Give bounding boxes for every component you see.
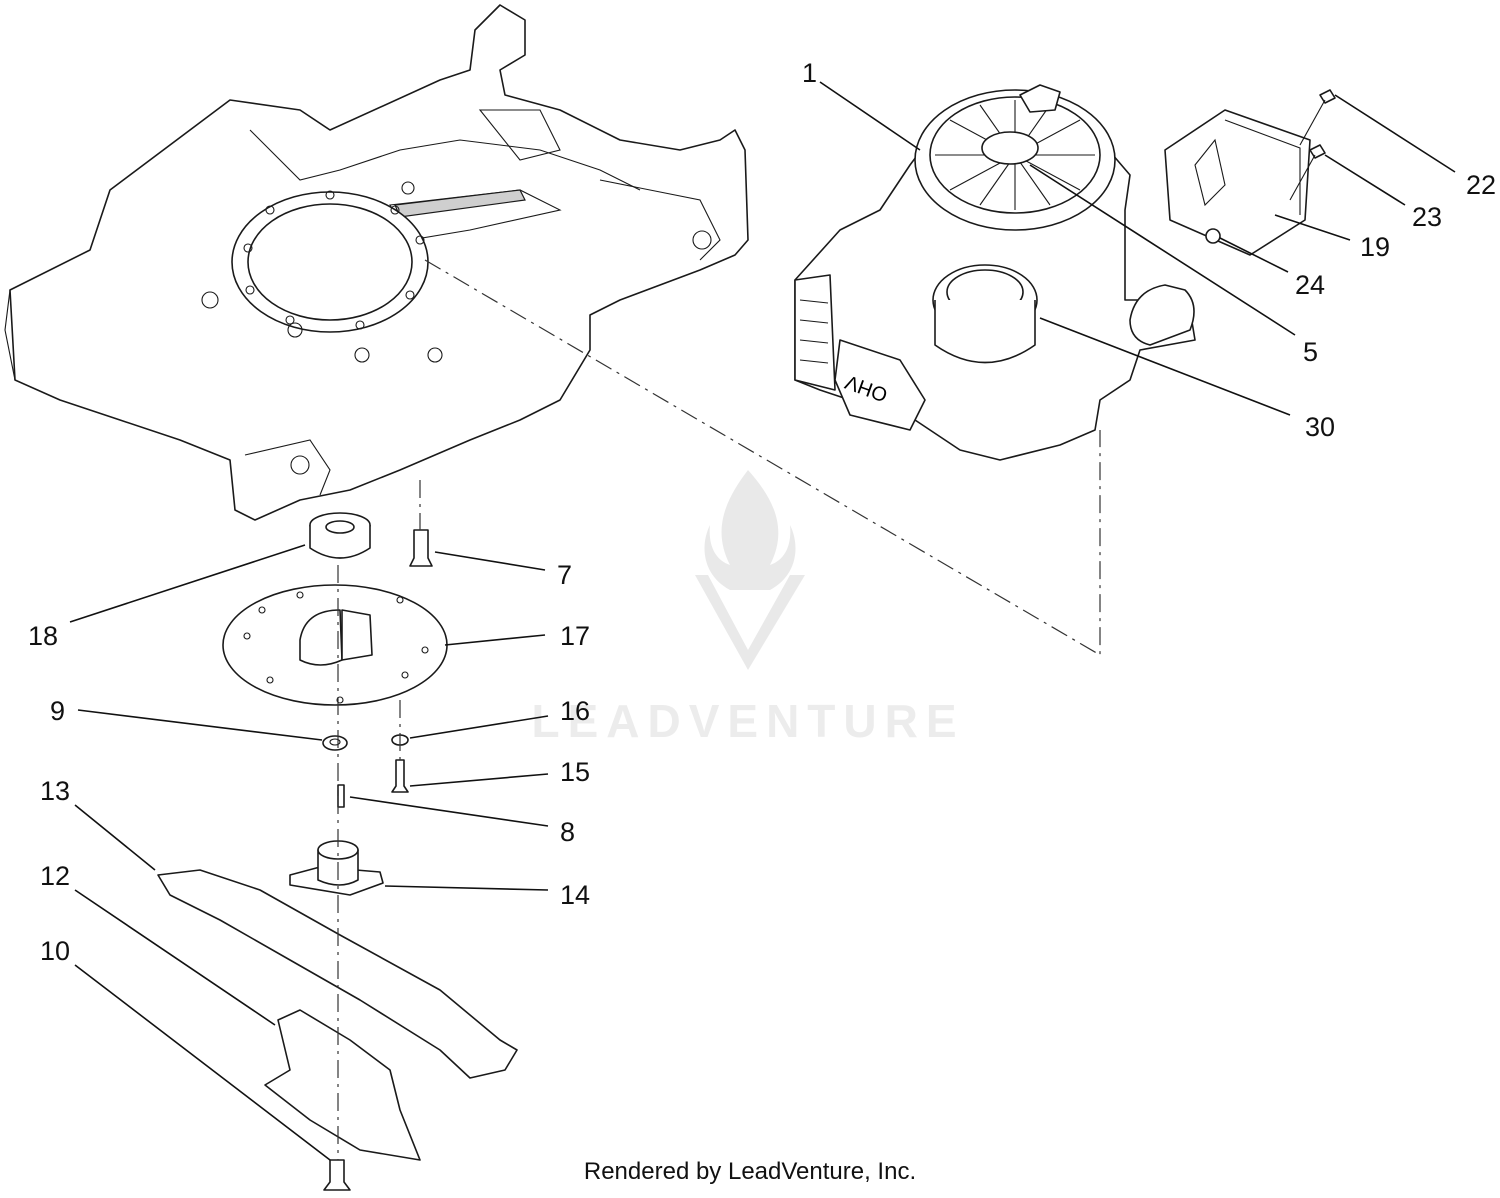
- heat-shield: [1164, 109, 1311, 256]
- callout-label-8: 8: [560, 817, 575, 847]
- callout-label-14: 14: [560, 880, 590, 910]
- callout-7[interactable]: 7: [434, 551, 572, 590]
- callout-label-22: 22: [1466, 170, 1496, 200]
- mower-deck: [4, 4, 749, 521]
- callout-17[interactable]: 17: [444, 621, 590, 651]
- callout-30[interactable]: 30: [1039, 317, 1335, 442]
- callout-16[interactable]: 16: [409, 696, 590, 739]
- callout-label-30: 30: [1305, 412, 1335, 442]
- callout-label-9: 9: [50, 696, 65, 726]
- callout-label-15: 15: [560, 757, 590, 787]
- callout-10[interactable]: 10: [40, 936, 331, 1161]
- footer-credit: Rendered by LeadVenture, Inc.: [583, 1158, 917, 1185]
- callout-24[interactable]: 24: [1219, 237, 1325, 300]
- callout-19[interactable]: 19: [1274, 214, 1390, 262]
- callout-label-16: 16: [560, 696, 590, 726]
- callout-14[interactable]: 14: [384, 880, 590, 910]
- callout-18[interactable]: 18: [28, 544, 306, 651]
- callout-15[interactable]: 15: [409, 757, 590, 787]
- callout-label-13: 13: [40, 776, 70, 806]
- callout-23[interactable]: 23: [1324, 154, 1442, 232]
- watermark-text: LEADVENTURE: [531, 695, 964, 747]
- callout-22[interactable]: 22: [1334, 94, 1496, 200]
- callout-label-24: 24: [1295, 270, 1325, 300]
- callout-label-1: 1: [802, 58, 817, 88]
- callout-label-18: 18: [28, 621, 58, 651]
- callout-label-23: 23: [1412, 202, 1442, 232]
- callout-label-17: 17: [560, 621, 590, 651]
- callout-8[interactable]: 8: [349, 796, 575, 847]
- callout-12[interactable]: 12: [40, 861, 276, 1026]
- engine-assembly: OHV: [794, 84, 1196, 461]
- alignment-lines: [337, 259, 1101, 1160]
- callout-5[interactable]: 5: [1029, 164, 1318, 367]
- callout-label-10: 10: [40, 936, 70, 966]
- watermark-logo: LEADVENTURE: [531, 470, 964, 747]
- callout-9[interactable]: 9: [50, 696, 323, 741]
- callout-label-7: 7: [557, 560, 572, 590]
- callout-label-5: 5: [1303, 337, 1318, 367]
- callout-label-19: 19: [1360, 232, 1390, 262]
- callout-label-12: 12: [40, 861, 70, 891]
- callout-13[interactable]: 13: [40, 776, 156, 871]
- callout-1[interactable]: 1: [802, 58, 921, 151]
